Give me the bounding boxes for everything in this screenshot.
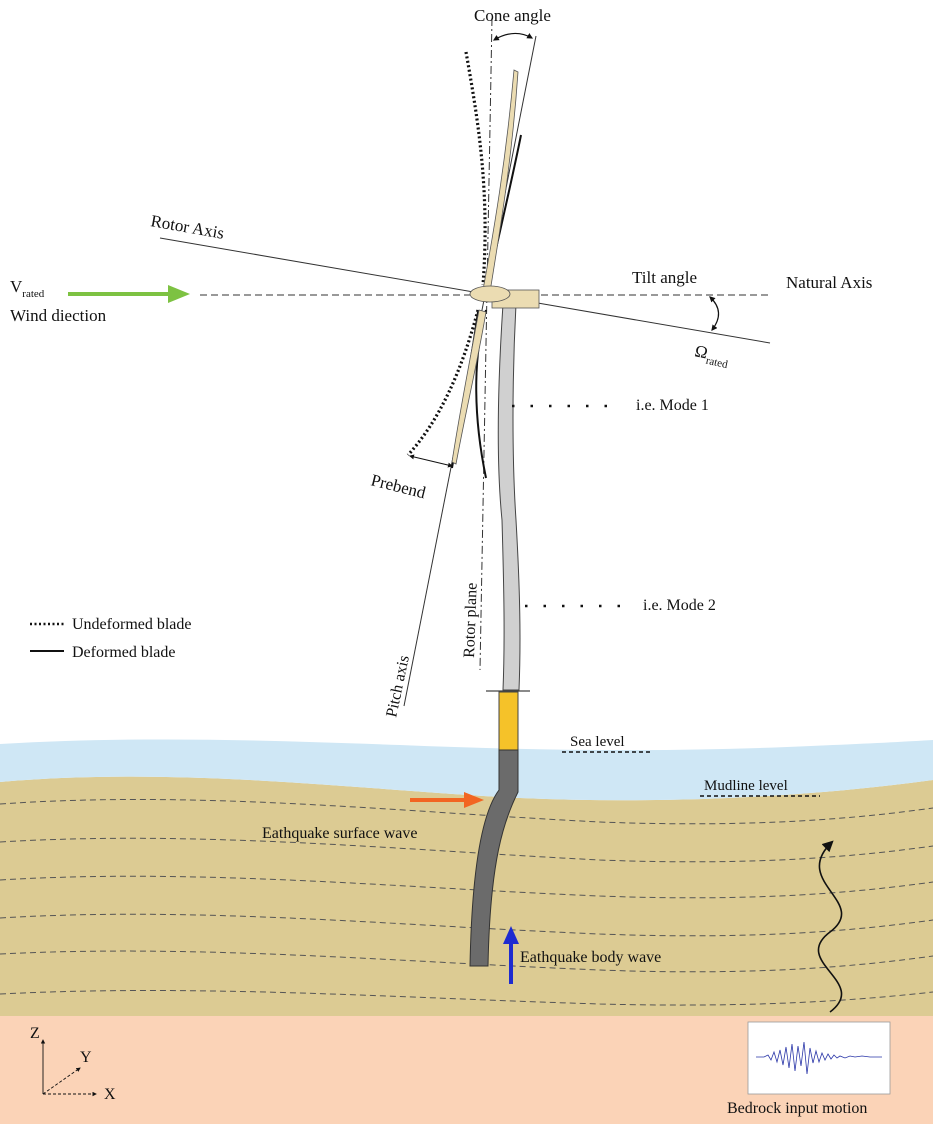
- axis-y-label: Y: [80, 1049, 92, 1066]
- monopile: [469, 749, 519, 967]
- coordinate-axes: [40, 1039, 97, 1097]
- surface-wave-label: Eathquake surface wave: [262, 825, 417, 842]
- omega-rated-label: Ωrated: [692, 341, 731, 371]
- undeformed-blade: [406, 51, 487, 457]
- sea-level-label: Sea level: [570, 734, 625, 750]
- pitch-axis-label: Pitch axis: [383, 654, 413, 719]
- tower: [497, 303, 521, 691]
- axis-z-label: Z: [30, 1025, 40, 1042]
- axis-x-label: X: [104, 1086, 116, 1103]
- legend-undeformed-label: Undeformed blade: [72, 616, 192, 633]
- cone-angle-label: Cone angle: [474, 6, 551, 25]
- legend: Undeformed blade Deformed blade: [30, 616, 192, 661]
- mode2-label: i.e. Mode 2: [643, 597, 716, 614]
- transition-piece: [498, 691, 519, 751]
- mudline-level-label: Mudline level: [704, 778, 788, 794]
- rotor-plane-line: [479, 17, 493, 671]
- nacelle: [469, 285, 540, 309]
- surface-wave-arrow: [410, 792, 484, 808]
- soil-strata-lines: [0, 798, 933, 1006]
- natural-axis-label: Natural Axis: [786, 273, 872, 292]
- body-wave-label: Eathquake body wave: [520, 949, 661, 966]
- wind-direction-label: Wind diection: [10, 306, 107, 325]
- legend-deformed-label: Deformed blade: [72, 644, 176, 661]
- cone-angle-arc: [492, 32, 534, 41]
- rotor-axis-line: [159, 237, 771, 344]
- mode1-label: i.e. Mode 1: [636, 397, 709, 414]
- sea-layer: [0, 739, 933, 801]
- bedrock-seismogram: [747, 1021, 891, 1095]
- prebend-arrow: [409, 454, 453, 468]
- tilt-angle-arc: [709, 296, 720, 331]
- body-wave-arrow: [503, 926, 519, 984]
- prebend-label: Prebend: [369, 470, 428, 502]
- seismogram-trace: [756, 1041, 882, 1075]
- propagation-wave-arrow: [817, 840, 843, 1013]
- soil-layer: [0, 776, 933, 1016]
- v-rated-label: Vrated: [10, 277, 45, 300]
- wind-arrow: [68, 285, 190, 303]
- rotor-plane-label: Rotor plane: [461, 582, 481, 658]
- tilt-angle-label: Tilt angle: [632, 268, 697, 287]
- bedrock-motion-label: Bedrock input motion: [727, 1100, 867, 1117]
